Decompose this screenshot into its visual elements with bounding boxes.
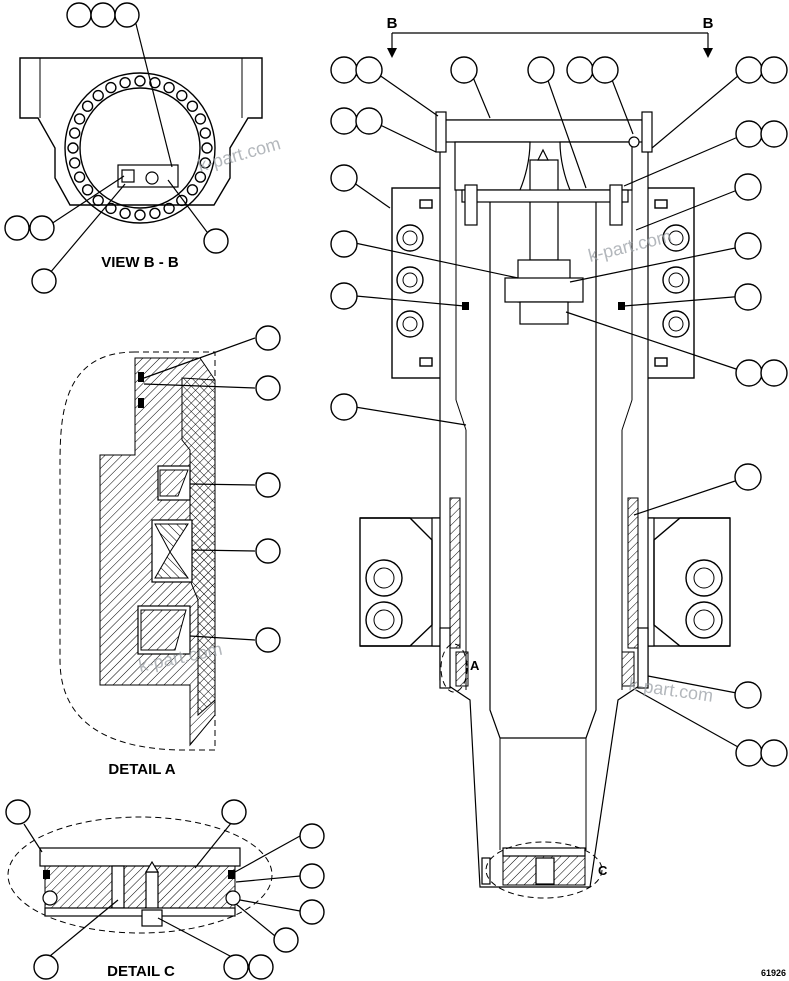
callout-bubble <box>33 954 59 980</box>
callout-bubble <box>734 681 762 709</box>
callout-bubble <box>299 863 325 889</box>
callout-bubble <box>299 823 325 849</box>
bolt-hole <box>176 89 188 102</box>
bolt-hole <box>81 184 94 196</box>
bolt-hole <box>186 184 199 196</box>
callout-bubble <box>735 359 788 387</box>
bolt-hole <box>176 194 188 207</box>
bolt-hole <box>201 142 213 154</box>
detail-c-title: DETAIL C <box>107 963 175 980</box>
callout-bubble <box>734 173 762 201</box>
seal-marks <box>138 372 144 408</box>
main-assembly: B B <box>330 15 788 899</box>
callout-bubble <box>273 927 299 953</box>
bolt-hole <box>73 171 86 183</box>
callout-bubble <box>735 120 788 148</box>
bolt-hole <box>67 142 79 154</box>
callout-bubble <box>221 799 247 825</box>
bolt-hole <box>194 113 207 125</box>
bolt-hole <box>105 202 117 215</box>
bolt-hole <box>199 157 212 169</box>
drawing-number: 61926 <box>761 968 786 978</box>
callout-bubble <box>330 282 358 310</box>
callout-bubble <box>734 232 762 260</box>
view-b-b: VIEW B - B <box>4 2 263 294</box>
bolt-hole <box>134 75 146 87</box>
bolt-hole <box>68 157 81 169</box>
callout-bubble <box>203 228 229 254</box>
callout-bubble <box>734 283 762 311</box>
callout-bubble <box>223 954 274 980</box>
callout-bubble <box>255 472 281 498</box>
bolt-hole <box>163 81 175 94</box>
callout-bubble <box>330 164 358 192</box>
callout-bubble <box>299 899 325 925</box>
callout-bubble <box>527 56 555 84</box>
callout-bubble <box>255 538 281 564</box>
detail-a-title: DETAIL A <box>108 761 175 778</box>
bolt-hole <box>119 207 131 220</box>
callout-bubble <box>31 268 57 294</box>
callout-bubble <box>566 56 619 84</box>
callout-bubble <box>330 107 383 135</box>
mount-holes-lower-left <box>365 559 403 639</box>
watermark: k-part.com <box>627 674 714 706</box>
section-label-left: B <box>387 15 398 32</box>
mount-holes-right <box>662 224 690 338</box>
bolt-hole <box>149 207 161 220</box>
view-title: VIEW B - B <box>101 254 179 271</box>
callout-bubble <box>735 56 788 84</box>
callout-bubble <box>66 2 140 28</box>
bolt-hole <box>105 81 117 94</box>
callout-bubble <box>330 56 383 84</box>
bolt-hole <box>81 100 94 112</box>
bolt-hole <box>149 76 161 89</box>
callout-bubble <box>5 799 31 825</box>
callout-bubble <box>330 230 358 258</box>
bolt-hole <box>119 76 131 89</box>
bolt-hole <box>163 202 175 215</box>
callout-bubble <box>255 375 281 401</box>
bolt-hole <box>186 100 199 112</box>
detail-c: DETAIL C <box>5 799 325 980</box>
callout-bubble <box>255 325 281 351</box>
detail-a-marker: A <box>470 658 480 673</box>
bolt-hole <box>92 194 104 207</box>
detail-a: DETAIL A <box>59 325 281 778</box>
detail-c-marker: C <box>598 863 608 878</box>
bolt-hole <box>194 171 207 183</box>
bolt-hole <box>92 89 104 102</box>
mount-holes-lower-right <box>685 559 723 639</box>
section-label-right: B <box>703 15 714 32</box>
bolt-circle <box>67 75 213 221</box>
bolt-hole <box>73 113 86 125</box>
callout-bubble <box>735 739 788 767</box>
watermark: k-part.com <box>196 133 283 176</box>
callout-bubble <box>330 393 358 421</box>
bolt-hole <box>199 127 212 139</box>
mount-holes-left <box>396 224 424 338</box>
bolt-hole <box>68 127 81 139</box>
callout-bubble <box>4 215 55 241</box>
bolt-hole <box>134 209 146 221</box>
callout-bubble <box>450 56 478 84</box>
callout-bubble <box>255 627 281 653</box>
callout-bubble <box>734 463 762 491</box>
